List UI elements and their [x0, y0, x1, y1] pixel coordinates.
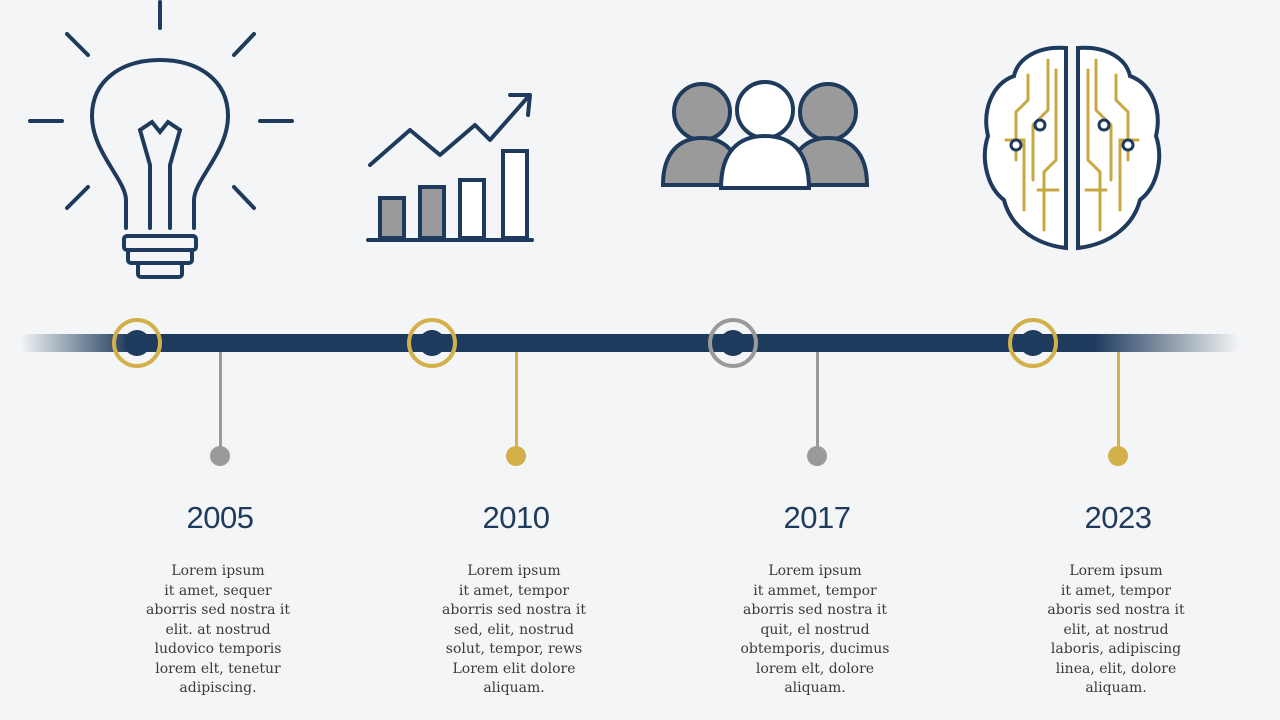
milestone-connector-dot — [506, 446, 526, 466]
milestone-node-center — [1020, 330, 1046, 356]
milestone-connector-dot — [1108, 446, 1128, 466]
milestone-node-2017 — [708, 318, 758, 368]
milestone-connector — [218, 352, 222, 454]
milestone-node-center — [419, 330, 445, 356]
milestone-node-center — [124, 330, 150, 356]
milestone-year: 2017 — [783, 500, 851, 535]
milestone-year: 2023 — [1084, 500, 1152, 535]
lightbulb-icon — [28, 0, 294, 279]
timeline-axis — [20, 334, 1240, 352]
milestone-year: 2005 — [186, 500, 254, 535]
milestone-connector-dot — [210, 446, 230, 466]
milestone-year: 2010 — [482, 500, 550, 535]
milestone-connector — [514, 352, 518, 454]
milestone-connector-dot — [807, 446, 827, 466]
milestone-node-2005 — [112, 318, 162, 368]
milestone-node-center — [720, 330, 746, 356]
ai-brain-icon — [982, 45, 1162, 251]
growth-chart-icon — [366, 93, 534, 242]
milestone-connector — [1116, 352, 1120, 454]
milestone-connector — [815, 352, 819, 454]
milestone-node-2010 — [407, 318, 457, 368]
team-icon — [660, 80, 870, 190]
milestone-node-2023 — [1008, 318, 1058, 368]
